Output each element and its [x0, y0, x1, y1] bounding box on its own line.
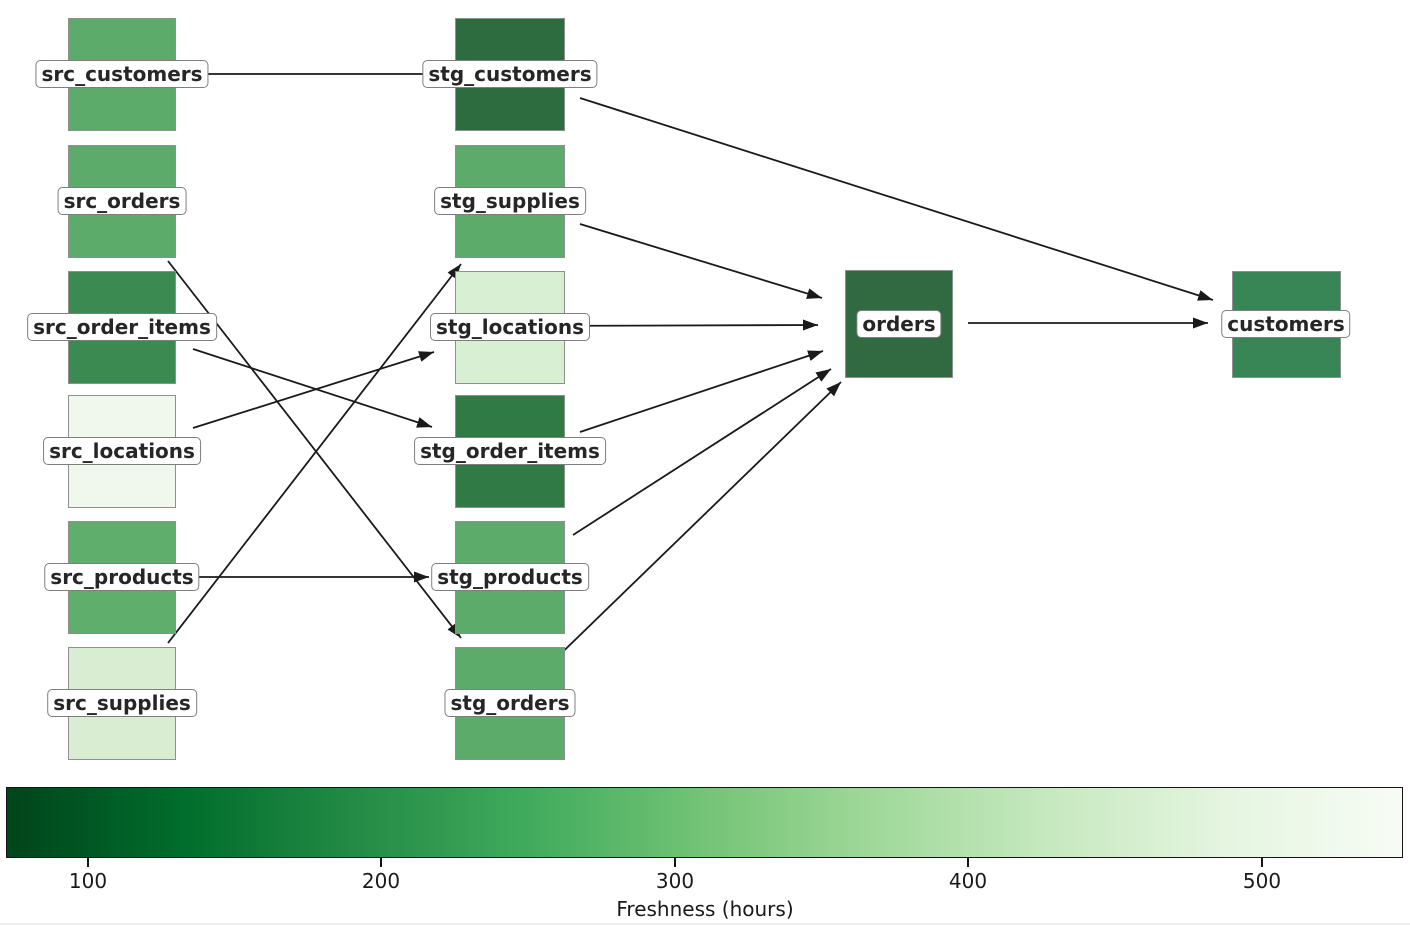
colorbar-tick-mark-300	[674, 858, 676, 867]
edges-group	[122, 73, 1214, 704]
node-label-src_customers: src_customers	[35, 60, 209, 88]
figure-bottom-rule	[0, 923, 1410, 925]
node-label-src_supplies: src_supplies	[47, 689, 197, 717]
colorbar-tick-label-100: 100	[68, 869, 108, 893]
colorbar-tick-label-400: 400	[948, 869, 988, 893]
colorbar-tick-mark-100	[87, 858, 89, 867]
node-label-src_locations: src_locations	[43, 437, 201, 465]
node-label-stg_supplies: stg_supplies	[434, 187, 586, 215]
edge-src_locations-to-stg_locations	[192, 351, 435, 429]
colorbar-tick-mark-500	[1261, 858, 1263, 867]
node-label-stg_locations: stg_locations	[429, 313, 591, 341]
node-label-src_products: src_products	[44, 563, 200, 591]
edge-stg_customers-to-customers	[579, 97, 1214, 301]
edge-stg_supplies-to-orders	[579, 223, 823, 299]
node-label-stg_products: stg_products	[431, 563, 589, 591]
edge-stg_order_items-to-orders	[579, 350, 824, 433]
node-label-stg_customers: stg_customers	[422, 60, 598, 88]
node-label-orders: orders	[856, 310, 942, 338]
colorbar-axis-label: Freshness (hours)	[616, 897, 794, 921]
edge-src_order_items-to-stg_order_items	[192, 348, 433, 428]
colorbar-tick-mark-400	[967, 858, 969, 867]
node-label-src_order_items: src_order_items	[27, 313, 217, 341]
colorbar-tick-label-300: 300	[655, 869, 695, 893]
edge-stg_products-to-orders	[572, 368, 832, 536]
colorbar-tick-label-200: 200	[361, 869, 401, 893]
colorbar-gradient	[6, 787, 1403, 858]
node-label-stg_orders: stg_orders	[444, 689, 576, 717]
colorbar-tick-label-500: 500	[1242, 869, 1282, 893]
node-label-stg_order_items: stg_order_items	[414, 437, 606, 465]
edge-src_supplies-to-stg_supplies	[167, 263, 462, 644]
node-label-customers: customers	[1221, 310, 1351, 338]
edge-stg_orders-to-orders	[509, 381, 842, 704]
colorbar-tick-mark-200	[380, 858, 382, 867]
node-label-src_orders: src_orders	[57, 187, 187, 215]
